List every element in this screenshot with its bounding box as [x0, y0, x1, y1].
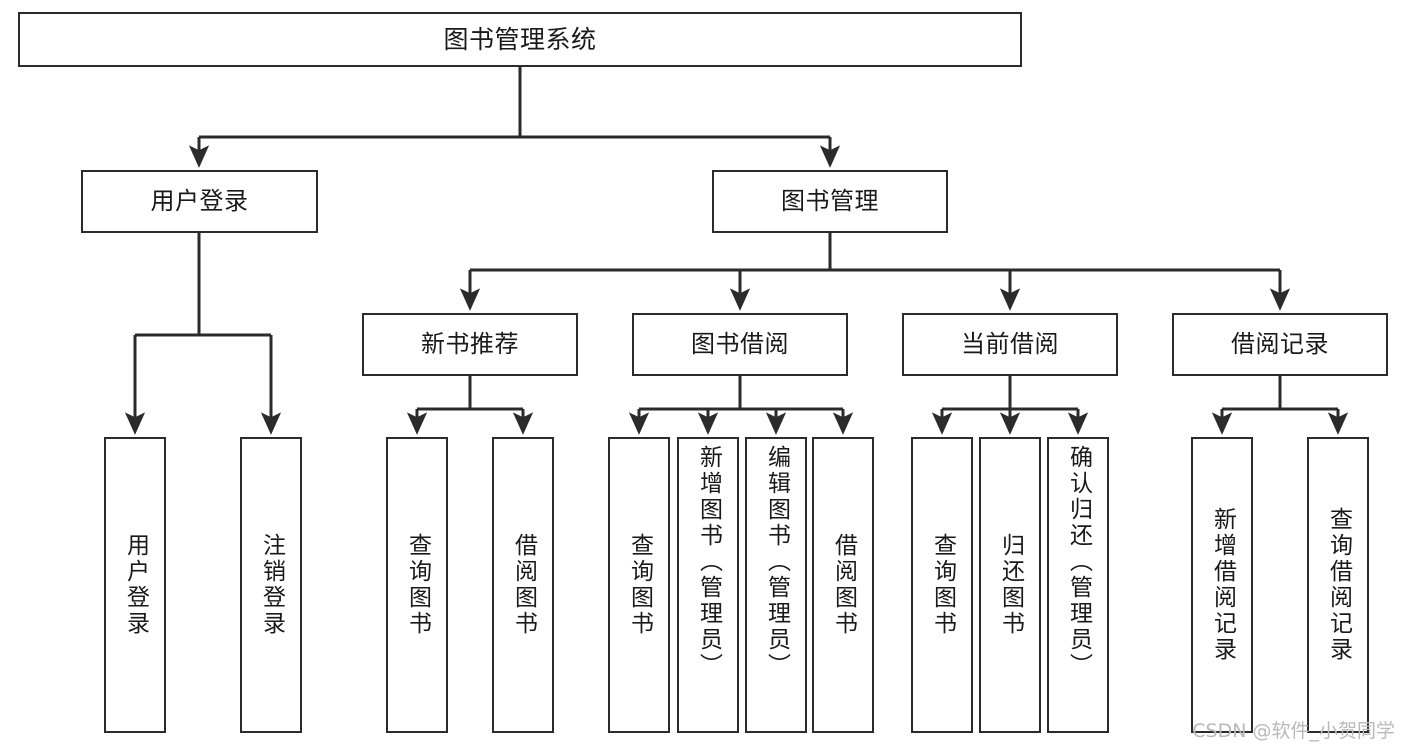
leaf-user-login[interactable]: 用户登录 [104, 437, 166, 733]
leaf-br-query-record-label: 查询借阅记录 [1325, 507, 1352, 663]
leaf-cb-confirm-return[interactable]: 确认归还（管理员） [1047, 437, 1109, 733]
node-user-login[interactable]: 用户登录 [81, 170, 318, 233]
node-root-system-label: 图书管理系统 [443, 24, 597, 54]
leaf-bb-borrow-book[interactable]: 借阅图书 [812, 437, 874, 733]
leaf-cb-query-book-label: 查询图书 [929, 533, 956, 637]
leaf-bb-query-book-label: 查询图书 [626, 533, 653, 637]
leaf-br-add-record-label: 新增借阅记录 [1209, 507, 1236, 663]
node-borrow-record-label: 借阅记录 [1231, 330, 1329, 359]
node-current-borrow[interactable]: 当前借阅 [902, 313, 1118, 376]
leaf-cb-return-book-label: 归还图书 [997, 533, 1024, 637]
leaf-user-login-label: 用户登录 [122, 533, 149, 637]
leaf-bb-edit-book[interactable]: 编辑图书（管理员） [745, 437, 807, 733]
node-borrow-record[interactable]: 借阅记录 [1172, 313, 1388, 376]
leaf-bb-add-book[interactable]: 新增图书（管理员） [677, 437, 739, 733]
leaf-bb-borrow-book-label: 借阅图书 [830, 533, 857, 637]
leaf-nb-borrow-book[interactable]: 借阅图书 [492, 437, 554, 733]
node-root-system[interactable]: 图书管理系统 [18, 12, 1022, 67]
leaf-br-add-record[interactable]: 新增借阅记录 [1191, 437, 1253, 733]
leaf-cb-return-book[interactable]: 归还图书 [979, 437, 1041, 733]
leaf-logout[interactable]: 注销登录 [240, 437, 302, 733]
leaf-nb-query-book-label: 查询图书 [404, 533, 431, 637]
node-new-book-recommend[interactable]: 新书推荐 [362, 313, 578, 376]
node-book-borrow-label: 图书借阅 [691, 330, 789, 359]
leaf-cb-confirm-return-label: 确认归还（管理员） [1065, 445, 1092, 679]
leaf-cb-query-book[interactable]: 查询图书 [911, 437, 973, 733]
node-new-book-recommend-label: 新书推荐 [421, 330, 519, 359]
node-user-login-label: 用户登录 [150, 187, 249, 216]
leaf-nb-borrow-book-label: 借阅图书 [510, 533, 537, 637]
leaf-bb-add-book-label: 新增图书（管理员） [695, 445, 722, 679]
leaf-logout-label: 注销登录 [258, 533, 285, 637]
leaf-bb-edit-book-label: 编辑图书（管理员） [763, 445, 790, 679]
node-book-manage[interactable]: 图书管理 [712, 170, 948, 233]
csdn-watermark: CSDN @软件_小贺同学 [1192, 720, 1395, 742]
node-book-manage-label: 图书管理 [781, 187, 879, 216]
leaf-br-query-record[interactable]: 查询借阅记录 [1307, 437, 1369, 733]
node-book-borrow[interactable]: 图书借阅 [632, 313, 848, 376]
node-current-borrow-label: 当前借阅 [961, 330, 1059, 359]
leaf-bb-query-book[interactable]: 查询图书 [608, 437, 670, 733]
leaf-nb-query-book[interactable]: 查询图书 [386, 437, 448, 733]
